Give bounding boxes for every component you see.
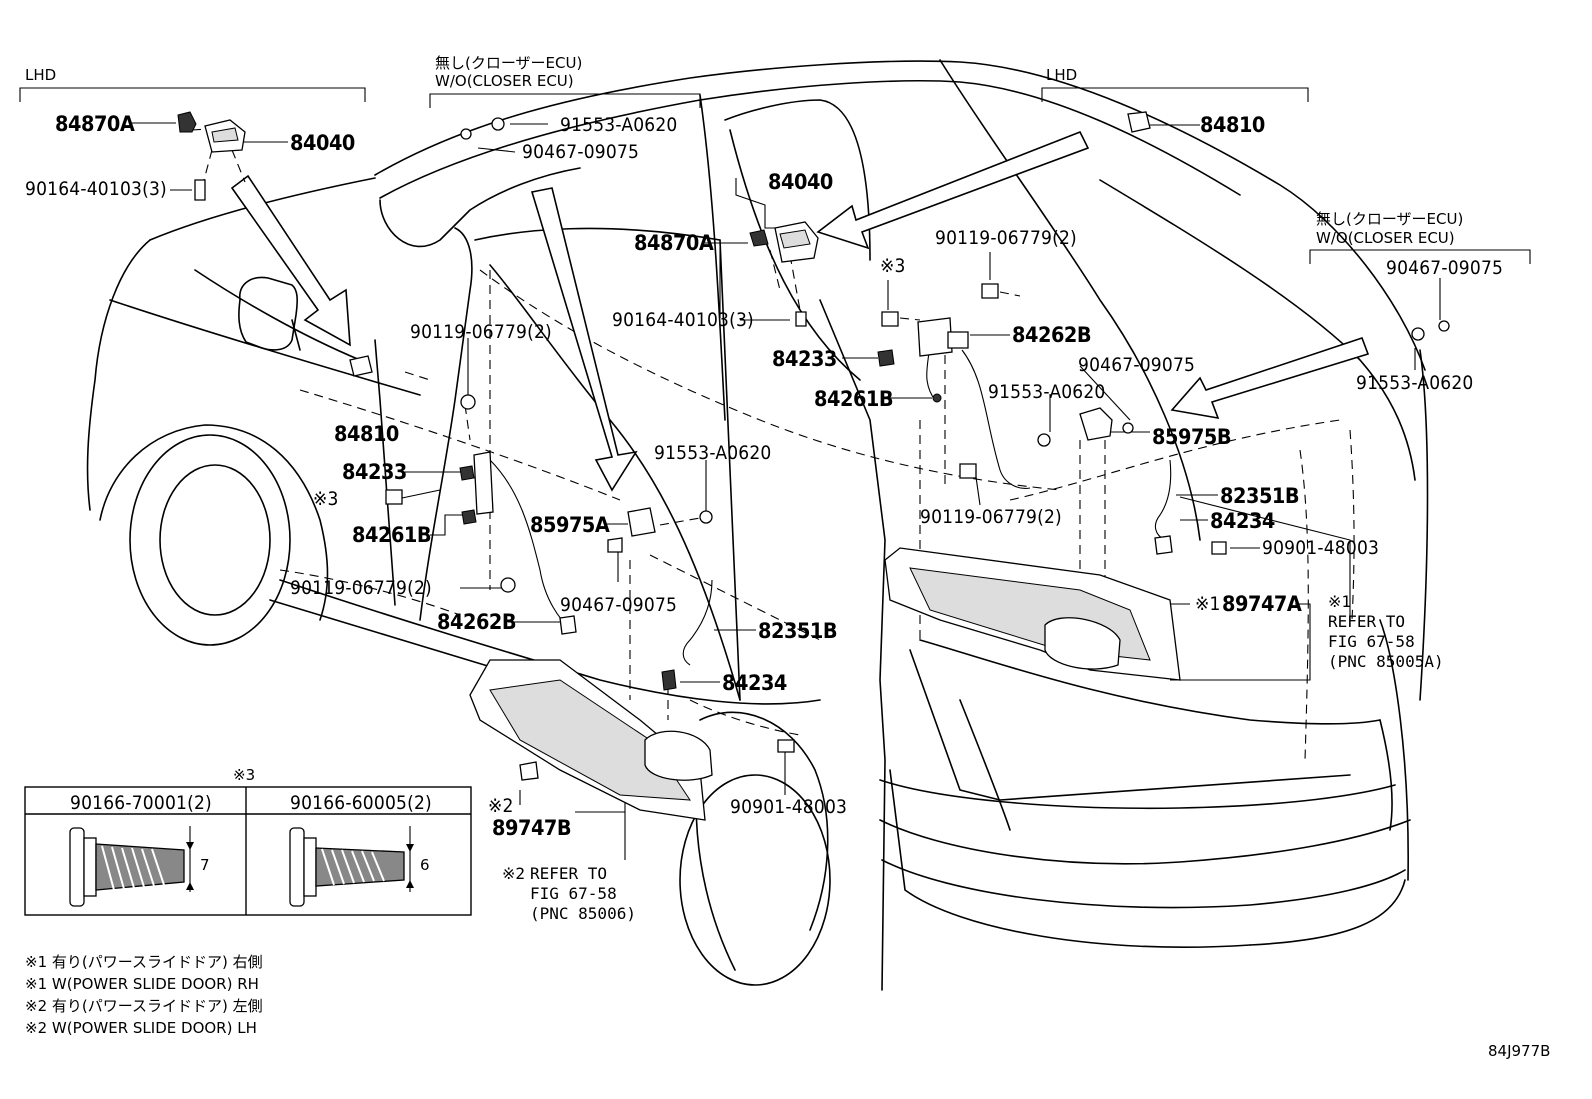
part-label-84234-center: 84234 — [722, 671, 787, 695]
part-label-84234-right: 84234 — [1210, 509, 1275, 533]
part-label-91553-right: 91553-A0620 — [988, 381, 1106, 403]
part-label-90164-left: 90164-40103(3) — [25, 178, 167, 200]
part-label-91553-center-2: 91553-A0620 — [654, 442, 772, 464]
footnote-2-en: ※2 W(POWER SLIDE DOOR) LH — [25, 1019, 257, 1037]
part-label-90119-center: 90119-06779(2) — [410, 321, 552, 343]
bolt-70001-drawing — [69, 826, 194, 907]
note-mark-1-right: ※1 — [1195, 593, 1221, 615]
part-label-84040-center: 84040 — [768, 170, 833, 194]
section-label-lhd-left: LHD — [25, 66, 57, 84]
refer-to-center-line-3: (PNC 85006) — [530, 904, 636, 923]
part-label-90119-center-2: 90119-06779(2) — [290, 577, 432, 599]
part-label-91553-far-right: 91553-A0620 — [1356, 372, 1474, 394]
part-label-85975B-right: 85975B — [1152, 425, 1232, 449]
part-label-82351B-center: 82351B — [758, 619, 838, 643]
refer-to-center-line-2: FIG 67-58 — [530, 884, 617, 903]
part-label-90467-right: 90467-09075 — [1078, 354, 1196, 376]
part-label-84810-center: 84810 — [334, 422, 399, 446]
part-label-85975A-center: 85975A — [530, 513, 610, 537]
part-label-84233-right: 84233 — [772, 347, 837, 371]
note-mark-2-center: ※2 — [488, 795, 514, 817]
bolt-60005-drawing — [289, 826, 414, 907]
footnote-2-jp: ※2 有り(パワースライドドア) 左側 — [25, 997, 263, 1015]
part-label-90467-far-right: 90467-09075 — [1386, 257, 1504, 279]
note-mark-1-ref: ※1 — [1328, 592, 1352, 611]
part-label-89747A-right: 89747A — [1222, 592, 1302, 616]
bolt-table-col2-part: 90166-60005(2) — [290, 792, 432, 814]
part-label-90467-center-2: 90467-09075 — [560, 594, 678, 616]
note-mark-3-center: ※3 — [313, 488, 339, 510]
bolt-table-mark: ※3 — [233, 766, 256, 784]
note-mark-3-right: ※3 — [880, 255, 906, 277]
refer-to-right-line-3: (PNC 85005A) — [1328, 652, 1444, 671]
refer-to-right-line-2: FIG 67-58 — [1328, 632, 1415, 651]
section-label-lhd-right: LHD — [1046, 66, 1078, 84]
part-label-90119-right-2: 90119-06779(2) — [920, 506, 1062, 528]
part-label-84810-right: 84810 — [1200, 113, 1265, 137]
part-label-84870A-left: 84870A — [55, 112, 135, 136]
footnote-1-jp: ※1 有り(パワースライドドア) 右側 — [25, 953, 263, 971]
part-label-84261B-center: 84261B — [352, 523, 432, 547]
part-label-84261B-right: 84261B — [814, 387, 894, 411]
refer-to-center-line-1: REFER TO — [530, 864, 608, 883]
part-label-90901-right: 90901-48003 — [1262, 537, 1380, 559]
part-label-89747B-center: 89747B — [492, 816, 572, 840]
part-label-84040-left: 84040 — [290, 131, 355, 155]
section-label-wo-closer-ecu-center-en: W/O(CLOSER ECU) — [435, 72, 574, 90]
part-label-84262B-center: 84262B — [437, 610, 517, 634]
bolt-table-col1-part: 90166-70001(2) — [70, 792, 212, 814]
diagram-id: 84J977B — [1488, 1042, 1551, 1060]
section-label-wo-closer-ecu-center-jp: 無し(クローザーECU) — [435, 54, 583, 72]
part-label-90119-right: 90119-06779(2) — [935, 227, 1077, 249]
part-label-91553-center: 91553-A0620 — [560, 114, 678, 136]
bolt-table-col2-dim: 6 — [420, 856, 430, 874]
part-label-90467-center: 90467-09075 — [522, 141, 640, 163]
part-label-90901-center: 90901-48003 — [730, 796, 848, 818]
section-label-wo-closer-ecu-right-en: W/O(CLOSER ECU) — [1316, 229, 1455, 247]
part-label-84870A-center: 84870A — [634, 231, 714, 255]
bolt-table — [24, 786, 472, 916]
note-mark-2-ref: ※2 — [502, 864, 526, 883]
bolt-table-col1-dim: 7 — [200, 856, 210, 874]
part-label-82351B-right: 82351B — [1220, 484, 1300, 508]
part-label-90164-center: 90164-40103(3) — [612, 309, 754, 331]
refer-to-right-line-1: REFER TO — [1328, 612, 1406, 631]
part-label-84262B-right: 84262B — [1012, 323, 1092, 347]
part-label-84233-center: 84233 — [342, 460, 407, 484]
footnote-1-en: ※1 W(POWER SLIDE DOOR) RH — [25, 975, 259, 993]
section-label-wo-closer-ecu-right-jp: 無し(クローザーECU) — [1316, 210, 1464, 228]
